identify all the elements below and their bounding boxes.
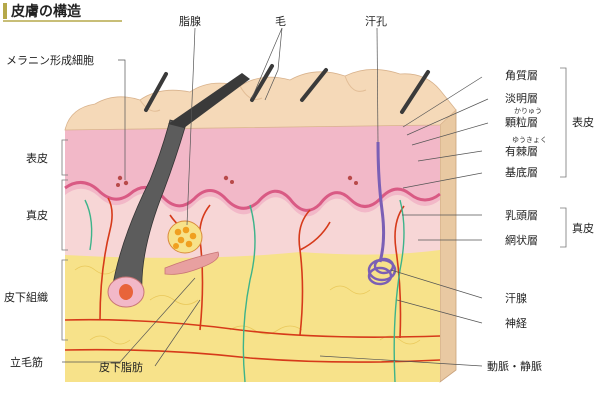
block-side-face	[440, 110, 456, 382]
ruby-stratum-spinosum: ゆうきょく	[512, 136, 547, 144]
label-sweat-gland: 汗腺	[505, 291, 527, 305]
label-stratum-lucidum: 淡明層	[505, 92, 538, 105]
label-epidermis-right: 表皮	[572, 115, 594, 129]
label-blood-vessels: 動脈・静脈	[487, 359, 542, 373]
dermal-papilla	[119, 284, 133, 300]
ruby-stratum-granulosum: かりゅう	[514, 107, 542, 115]
skin-block	[65, 66, 456, 382]
right-brackets	[560, 68, 566, 247]
label-stratum-basale: 基底層	[505, 165, 538, 179]
label-stratum-corneum: 角質層	[505, 68, 538, 82]
label-sebaceous-gland: 脂腺	[179, 14, 201, 28]
label-subcutaneous-fat: 皮下脂肪	[99, 360, 143, 374]
label-stratum-granulosum: 顆粒層	[505, 115, 538, 129]
label-stratum-spinosum: 有棘層	[505, 144, 538, 158]
label-papillary-layer: 乳頭層	[505, 209, 538, 222]
label-hair: 毛	[275, 15, 286, 28]
label-epidermis-left: 表皮	[26, 151, 48, 165]
label-dermis-left: 真皮	[26, 208, 48, 222]
label-nerve: 神経	[505, 316, 527, 330]
label-sweat-pore: 汗孔	[365, 15, 387, 28]
label-subcutis-left: 皮下組織	[4, 291, 48, 304]
label-reticular-layer: 網状層	[505, 233, 538, 247]
label-arrector-pili: 立毛筋	[10, 355, 43, 369]
title-block: 皮膚の構造	[3, 3, 122, 21]
diagram-title: 皮膚の構造	[10, 3, 81, 20]
label-melanocyte: メラニン形成細胞	[6, 54, 94, 67]
label-dermis-right: 真皮	[572, 221, 594, 235]
title-marker	[3, 3, 7, 19]
sebaceous-gland	[168, 221, 202, 253]
